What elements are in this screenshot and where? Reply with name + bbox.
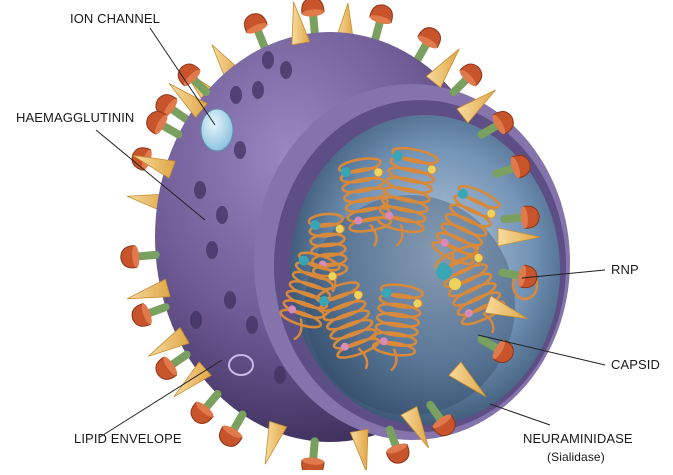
neuraminidase-stalk <box>313 15 315 33</box>
neuraminidase-stalk <box>172 109 187 119</box>
label-rnp: RNP <box>611 262 639 277</box>
neuraminidase-stalk <box>502 273 520 276</box>
neuraminidase-head <box>301 457 325 470</box>
ion-channel <box>201 109 233 151</box>
neuraminidase-stalk <box>138 255 156 257</box>
label-capsid: CAPSID <box>611 357 660 372</box>
neuraminidase-stalk <box>258 30 265 47</box>
envelope-pit <box>262 51 274 69</box>
envelope-pit <box>246 316 258 334</box>
label-neuraminidase-sub: (Sialidase) <box>547 450 605 464</box>
neuraminidase-head <box>385 441 412 466</box>
neuraminidase-head <box>129 302 154 329</box>
envelope-pit <box>234 141 246 159</box>
neuraminidase-stalk <box>206 394 218 408</box>
neuraminidase-stalk <box>496 168 513 174</box>
neuraminidase-head <box>369 2 395 26</box>
rnp-node <box>449 278 461 290</box>
neuraminidase-stalk <box>454 79 467 92</box>
neuraminidase-head <box>120 245 140 269</box>
neuraminidase-stalk <box>163 126 179 135</box>
neuraminidase-stalk <box>313 441 315 459</box>
haemagglutinin-spike <box>350 429 368 470</box>
envelope-pit <box>190 311 202 329</box>
neuraminidase-head <box>301 0 325 17</box>
neuraminidase-stalk <box>375 22 380 39</box>
label-haemagglutinin: HAEMAGGLUTININ <box>16 110 134 125</box>
haemagglutinin-spike <box>127 279 170 299</box>
label-ion-channel: ION CHANNEL <box>70 11 160 26</box>
leader-neuraminidase <box>490 404 550 425</box>
label-lipid-envelope: LIPID ENVELOPE <box>74 431 182 446</box>
envelope-pit <box>194 181 206 199</box>
envelope-pit <box>206 241 218 259</box>
haemagglutinin-spike <box>148 328 189 357</box>
neuraminidase-stalk <box>172 355 187 365</box>
envelope-pit <box>252 81 264 99</box>
envelope-pit <box>216 206 228 224</box>
label-neuraminidase: NEURAMINIDASE <box>523 431 633 446</box>
envelope-pit <box>224 291 236 309</box>
neuraminidase-stalk <box>418 44 427 60</box>
neuraminidase-stalk <box>504 218 522 220</box>
envelope-pit <box>274 366 286 384</box>
envelope-pit <box>280 61 292 79</box>
rnp-node <box>436 264 452 280</box>
neuraminidase-stalk <box>149 307 166 313</box>
envelope-pit <box>230 86 242 104</box>
neuraminidase-stalk <box>234 415 243 431</box>
neuraminidase-head <box>241 10 268 35</box>
neuraminidase-stalk <box>194 79 207 92</box>
